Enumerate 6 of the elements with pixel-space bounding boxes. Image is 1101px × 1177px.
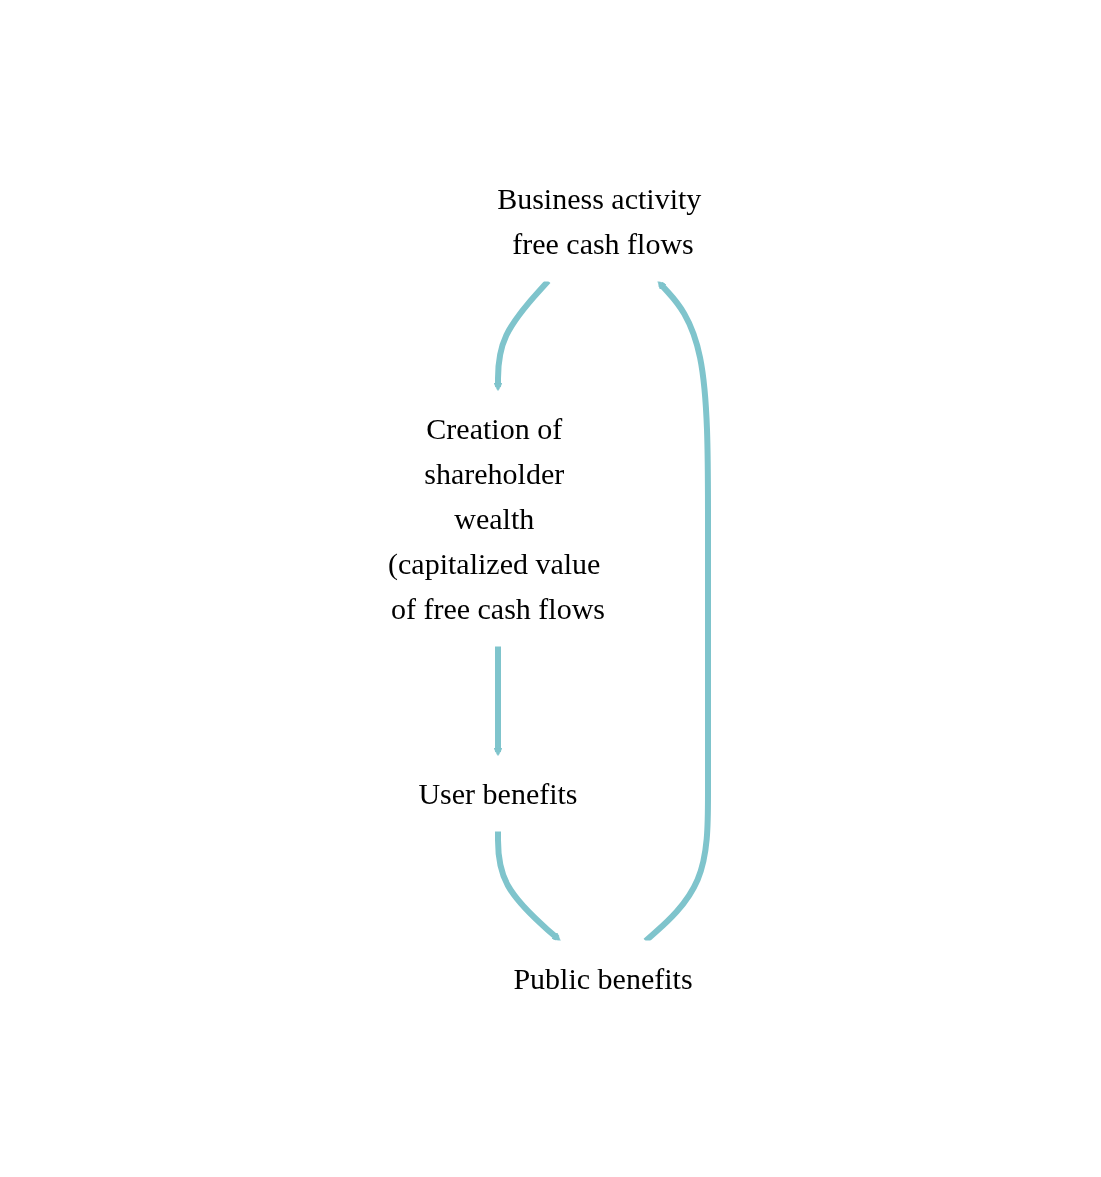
node-text: Public benefits: [513, 962, 693, 995]
arrow: [493, 646, 503, 757]
node-text: Business activity free cash flows: [497, 182, 702, 260]
arrow: [495, 831, 561, 942]
node-text: User benefits: [418, 777, 578, 810]
node-text: Creation of shareholder wealth (capitalized value of free cash flows: [388, 412, 606, 625]
